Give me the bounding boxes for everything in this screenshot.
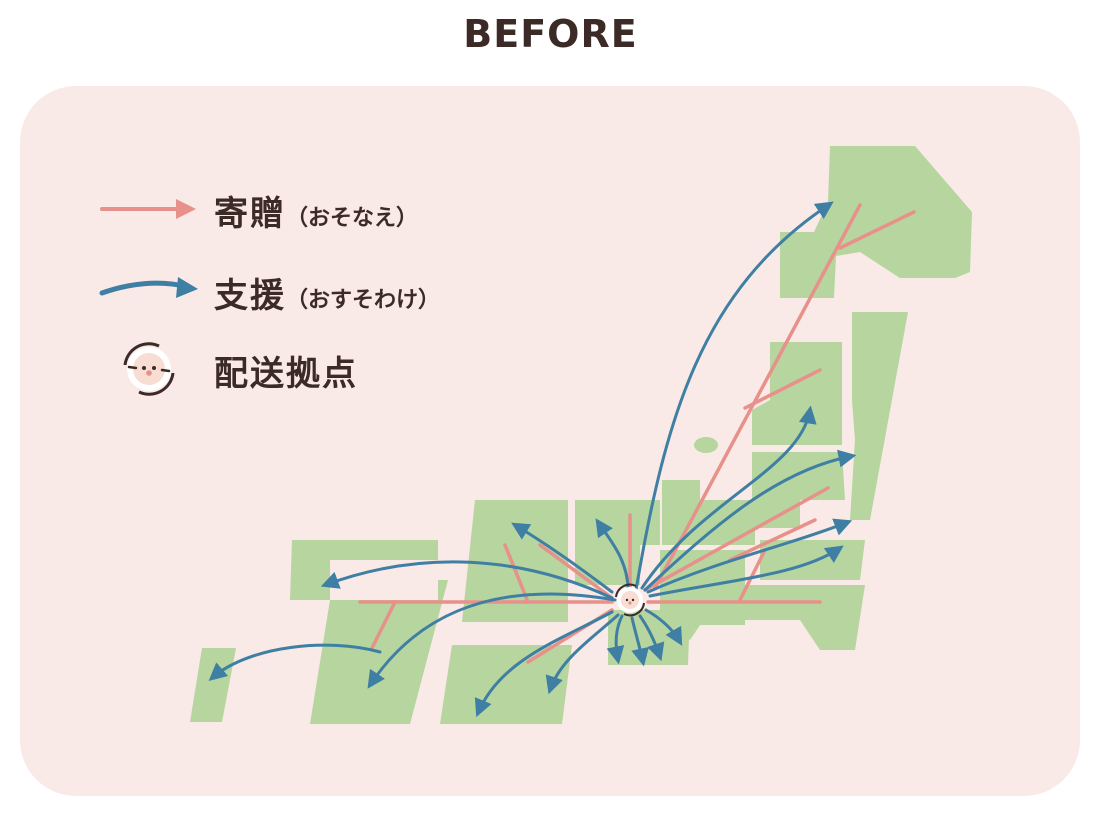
legend-support-label: 支援 <box>214 275 286 316</box>
region-okinawa <box>190 648 236 722</box>
legend-donation-arrow-icon <box>100 199 196 219</box>
support-arrow-kinki <box>545 613 620 695</box>
support-arrow-tohoku-east <box>643 449 857 592</box>
support-arrow-hokkaido <box>634 201 834 592</box>
legend-donation-reading: （おそなえ） <box>286 205 419 231</box>
support-arrow-shikoku <box>474 610 614 718</box>
donation-line <box>838 210 916 250</box>
donation-line <box>643 486 830 592</box>
region-hokkaido <box>780 146 972 298</box>
donation-line <box>538 543 614 600</box>
support-arrow-s3 <box>638 614 665 662</box>
region-tohoku-mid <box>752 452 845 528</box>
support-arrow-s4 <box>644 608 683 646</box>
legend-support: 支援（おすそわけ） <box>96 262 440 322</box>
donation-line <box>728 518 817 562</box>
legend-support-arrow-icon <box>99 277 198 298</box>
page-title: BEFORE <box>463 12 638 56</box>
region-kinki-south <box>608 610 690 665</box>
legend-hub-face-icon <box>123 342 175 396</box>
support-arrow-kanto <box>646 518 853 594</box>
legend-support-reading: （おすそわけ） <box>286 287 441 313</box>
legend-donation: 寄贈（おそなえ） <box>96 180 418 240</box>
donation-line <box>743 368 822 410</box>
region-tohoku-east <box>850 312 908 520</box>
support-arrow-s2 <box>630 616 649 667</box>
support-arrow-west <box>320 560 614 600</box>
support-arrow-kyushu <box>367 592 617 689</box>
donation-line <box>370 600 397 650</box>
region-kanto <box>745 585 865 650</box>
region-island-sado <box>694 437 718 453</box>
support-arrow-chubu-w <box>511 522 614 594</box>
region-kinki <box>462 500 568 622</box>
support-arrows <box>208 201 857 718</box>
support-arrow-chubu-n <box>595 518 630 592</box>
region-tohoku-west <box>752 342 842 445</box>
region-chugoku <box>290 540 438 600</box>
region-shikoku <box>440 645 572 724</box>
donation-line <box>503 543 530 604</box>
legend-hub: 配送拠点 <box>96 340 358 400</box>
support-arrow-okinawa <box>208 643 382 681</box>
donation-line <box>653 203 862 590</box>
support-arrow-s1 <box>606 614 625 665</box>
support-arrow-tohoku <box>640 405 817 590</box>
hub-face-icon <box>615 583 645 617</box>
legend-hub-label: 配送拠点 <box>214 353 358 394</box>
legend-donation-label: 寄贈 <box>214 193 286 234</box>
land-regions <box>190 146 972 724</box>
support-arrow-kanto-south <box>648 545 844 598</box>
donation-line <box>738 548 767 602</box>
